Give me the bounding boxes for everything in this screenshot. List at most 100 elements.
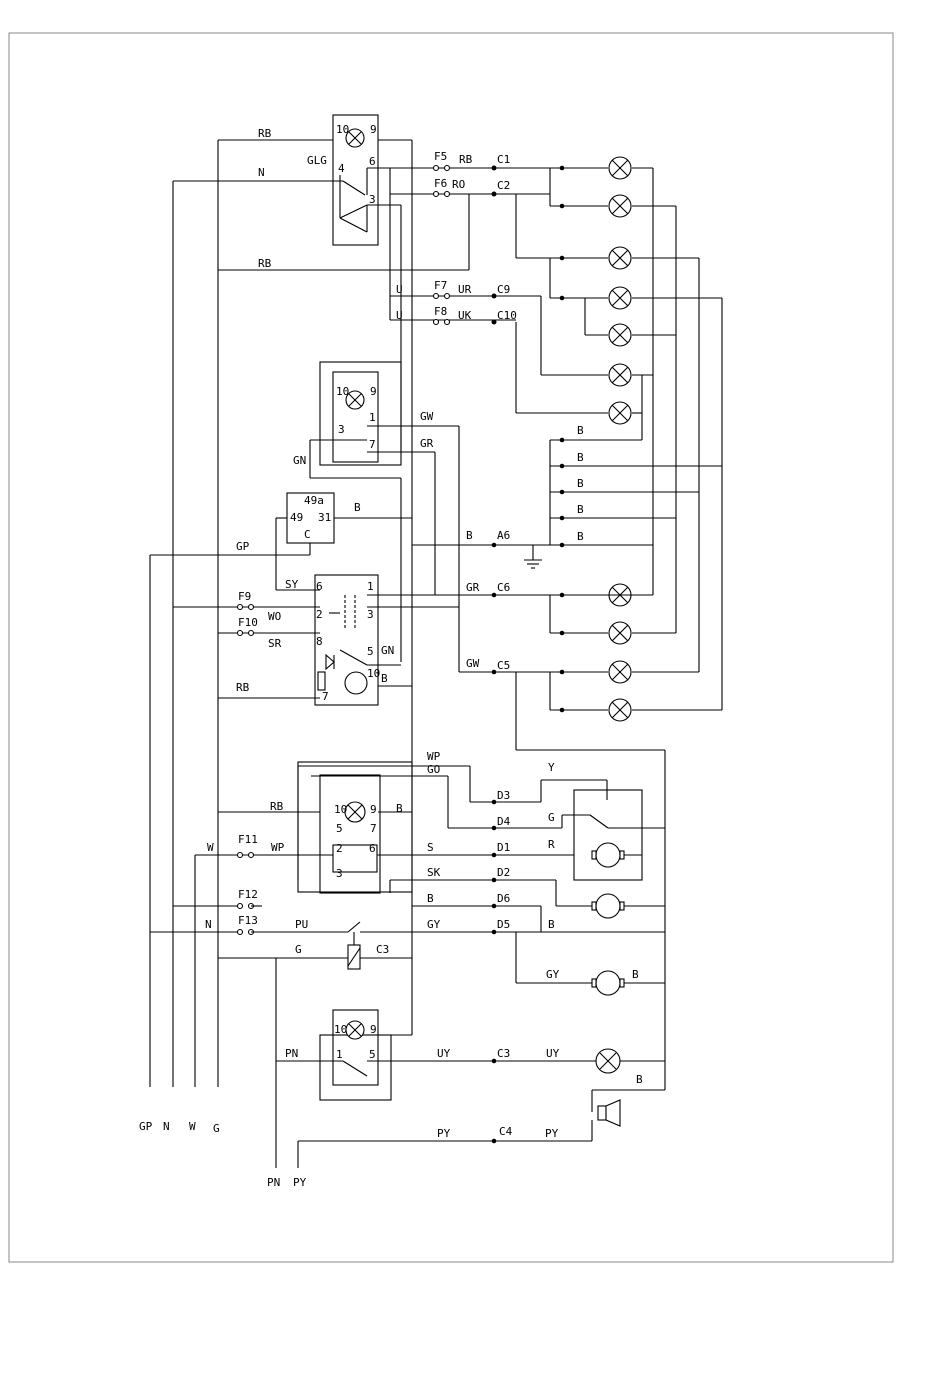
terminal-n: N bbox=[163, 1120, 170, 1133]
switch-middle bbox=[309, 361, 460, 672]
relay-terminal-c: C bbox=[304, 528, 311, 541]
label-b: B bbox=[577, 477, 584, 490]
relay-terminal-49a: 49a bbox=[304, 494, 324, 507]
label-c9: C9 bbox=[497, 283, 510, 296]
pin-9: 9 bbox=[370, 123, 377, 136]
label-s: S bbox=[427, 841, 434, 854]
motor-icon bbox=[591, 970, 625, 996]
wiper-motor-unit bbox=[540, 779, 665, 881]
switch-wiper bbox=[195, 761, 574, 932]
label-c2: C2 bbox=[497, 179, 510, 192]
pin-2: 2 bbox=[336, 842, 343, 855]
pin-5: 5 bbox=[336, 822, 343, 835]
switch-hazard bbox=[173, 574, 653, 706]
pin-7: 7 bbox=[322, 690, 329, 703]
label-a6: A6 bbox=[497, 529, 510, 542]
pin-10: 10 bbox=[336, 385, 349, 398]
pin-7: 7 bbox=[370, 822, 377, 835]
pin-8: 8 bbox=[316, 635, 323, 648]
label-f7: F7 bbox=[434, 279, 447, 292]
lamp-icons bbox=[608, 156, 632, 722]
fuses-f12-f13 bbox=[150, 902, 665, 970]
terminal-gp: GP bbox=[139, 1120, 153, 1133]
label-d6: D6 bbox=[497, 892, 510, 905]
relay-49a bbox=[150, 492, 412, 591]
label-b: B bbox=[354, 501, 361, 514]
pin-6: 6 bbox=[369, 155, 376, 168]
lamp-icon bbox=[608, 660, 632, 684]
label-b: B bbox=[577, 503, 584, 516]
fuses-f9-f10 bbox=[236, 603, 255, 637]
label-c4: C4 bbox=[499, 1125, 513, 1138]
label-b: B bbox=[427, 892, 434, 905]
relay-coil-icon bbox=[347, 944, 361, 970]
label-rb: RB bbox=[258, 127, 272, 140]
label-py: PY bbox=[437, 1127, 451, 1140]
label-d3: D3 bbox=[497, 789, 510, 802]
label-r: R bbox=[548, 838, 555, 851]
lamp-icon bbox=[608, 698, 632, 722]
label-f6: F6 bbox=[434, 177, 447, 190]
switch-bottom bbox=[276, 1009, 665, 1101]
label-pu: PU bbox=[295, 918, 308, 931]
pin-6: 6 bbox=[316, 580, 323, 593]
pin-10: 10 bbox=[367, 667, 380, 680]
label-gr: GR bbox=[420, 437, 434, 450]
relay-terminal-31: 31 bbox=[318, 511, 331, 524]
label-w: W bbox=[207, 841, 214, 854]
pin-7: 7 bbox=[369, 438, 376, 451]
label-gw: GW bbox=[466, 657, 480, 670]
lamp-bank-wires bbox=[412, 167, 723, 1090]
pin-10: 10 bbox=[334, 1023, 347, 1036]
motor-gy bbox=[515, 932, 665, 996]
label-c5: C5 bbox=[497, 659, 510, 672]
pin-10: 10 bbox=[334, 803, 347, 816]
label-uy: UY bbox=[546, 1047, 560, 1060]
label-pn: PN bbox=[285, 1047, 298, 1060]
label-b: B bbox=[632, 968, 639, 981]
label-c3: C3 bbox=[376, 943, 389, 956]
terminal-g: G bbox=[213, 1122, 220, 1135]
label-glg: GLG bbox=[307, 154, 327, 167]
lamp-icon bbox=[608, 401, 632, 425]
terminal-pn: PN bbox=[267, 1176, 280, 1189]
label-f8: F8 bbox=[434, 305, 447, 318]
label-go: GO bbox=[427, 763, 440, 776]
label-rb-f5: RB bbox=[459, 153, 473, 166]
label-wo: WO bbox=[268, 610, 281, 623]
terminal-py: PY bbox=[293, 1176, 307, 1189]
label-d2: D2 bbox=[497, 866, 510, 879]
pin-3: 3 bbox=[367, 608, 374, 621]
label-gn: GN bbox=[381, 644, 394, 657]
label-rb: RB bbox=[270, 800, 284, 813]
label-d1: D1 bbox=[497, 841, 510, 854]
label-f10: F10 bbox=[238, 616, 258, 629]
lamp-icon bbox=[608, 156, 632, 180]
pin-1: 1 bbox=[336, 1048, 343, 1061]
lamp-icon bbox=[608, 621, 632, 645]
label-d4: D4 bbox=[497, 815, 511, 828]
pin-3: 3 bbox=[338, 423, 345, 436]
label-b: B bbox=[548, 918, 555, 931]
label-g: G bbox=[548, 811, 555, 824]
label-uk: UK bbox=[458, 309, 472, 322]
lamp-icon bbox=[608, 363, 632, 387]
label-n: N bbox=[205, 918, 212, 931]
label-b: B bbox=[466, 529, 473, 542]
label-g: G bbox=[295, 943, 302, 956]
lamp-icon bbox=[608, 194, 632, 218]
pin-2: 2 bbox=[316, 608, 323, 621]
connector-dots-lower bbox=[491, 799, 497, 1144]
label-sy: SY bbox=[285, 578, 299, 591]
label-ur: UR bbox=[458, 283, 472, 296]
label-gp: GP bbox=[236, 540, 250, 553]
terminal-labels-bottom: GP N W G PN PY bbox=[139, 1120, 307, 1189]
label-n: N bbox=[258, 166, 265, 179]
label-f13: F13 bbox=[238, 914, 258, 927]
label-y: Y bbox=[548, 761, 555, 774]
pin-10: 10 bbox=[336, 123, 349, 136]
fuse-f11 bbox=[236, 851, 255, 859]
fuses-f5-f8 bbox=[432, 164, 497, 326]
label-u: U bbox=[396, 283, 403, 296]
pin-1: 1 bbox=[367, 580, 374, 593]
